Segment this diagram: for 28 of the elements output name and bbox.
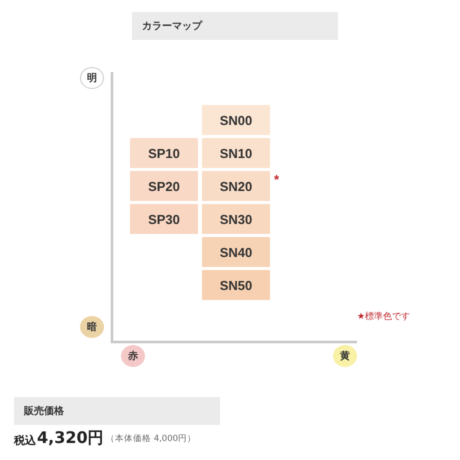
shade-swatch [130, 171, 198, 201]
shade-code: SN40 [220, 244, 252, 260]
axis-end-label: 明 [80, 67, 104, 89]
standard-mark: * [274, 172, 280, 187]
shade-swatch [130, 204, 198, 234]
shade-code: SP10 [148, 146, 180, 160]
shade-code: SP20 [148, 178, 180, 194]
shade-swatch [202, 138, 270, 168]
axis-end-label: 赤 [121, 345, 145, 367]
title-bar: カラーマップ [132, 12, 338, 40]
note-text: ★標準色です [357, 313, 410, 322]
tax-label: 税込 [14, 435, 36, 446]
shade-code: SN00 [220, 112, 252, 128]
base-price-text: （本体価格 4,000円） [106, 435, 196, 444]
shade-code: SP30 [148, 212, 180, 226]
shade-code: SN10 [220, 146, 252, 160]
axis-end-label: 暗 [80, 316, 104, 338]
axis-end-label: 黄 [333, 345, 357, 367]
shade-code: SN30 [220, 212, 252, 226]
price-text: 4,320円 [37, 430, 104, 446]
shade-swatch [202, 270, 270, 300]
shade-code: SN20 [220, 178, 252, 194]
section-header: 販売価格 [14, 397, 220, 425]
shade-swatch [202, 105, 270, 135]
shade-code: SN50 [220, 278, 252, 292]
shade-swatch [202, 237, 270, 267]
shade-swatch [202, 204, 270, 234]
shade-swatch [130, 138, 198, 168]
